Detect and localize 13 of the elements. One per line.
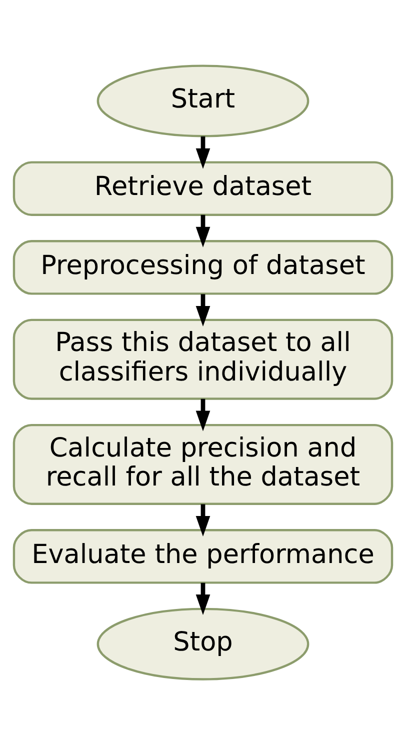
arrow [196,214,210,248]
node-ellipse: Stop [96,608,310,680]
arrow [196,582,210,616]
node-box: Evaluate the performance [12,529,394,584]
node-ellipse: Start [96,64,310,138]
node-box: Pass this dataset to all classifiers individually [12,318,394,400]
node-box: Retrieve dataset [12,161,394,216]
arrow [196,398,210,432]
arrow [196,136,210,169]
node-box: Preprocessing of dataset [12,240,394,295]
arrow [196,504,210,536]
node-box: Calculate precision and recall for all the dataset [12,424,394,505]
arrow [196,294,210,327]
